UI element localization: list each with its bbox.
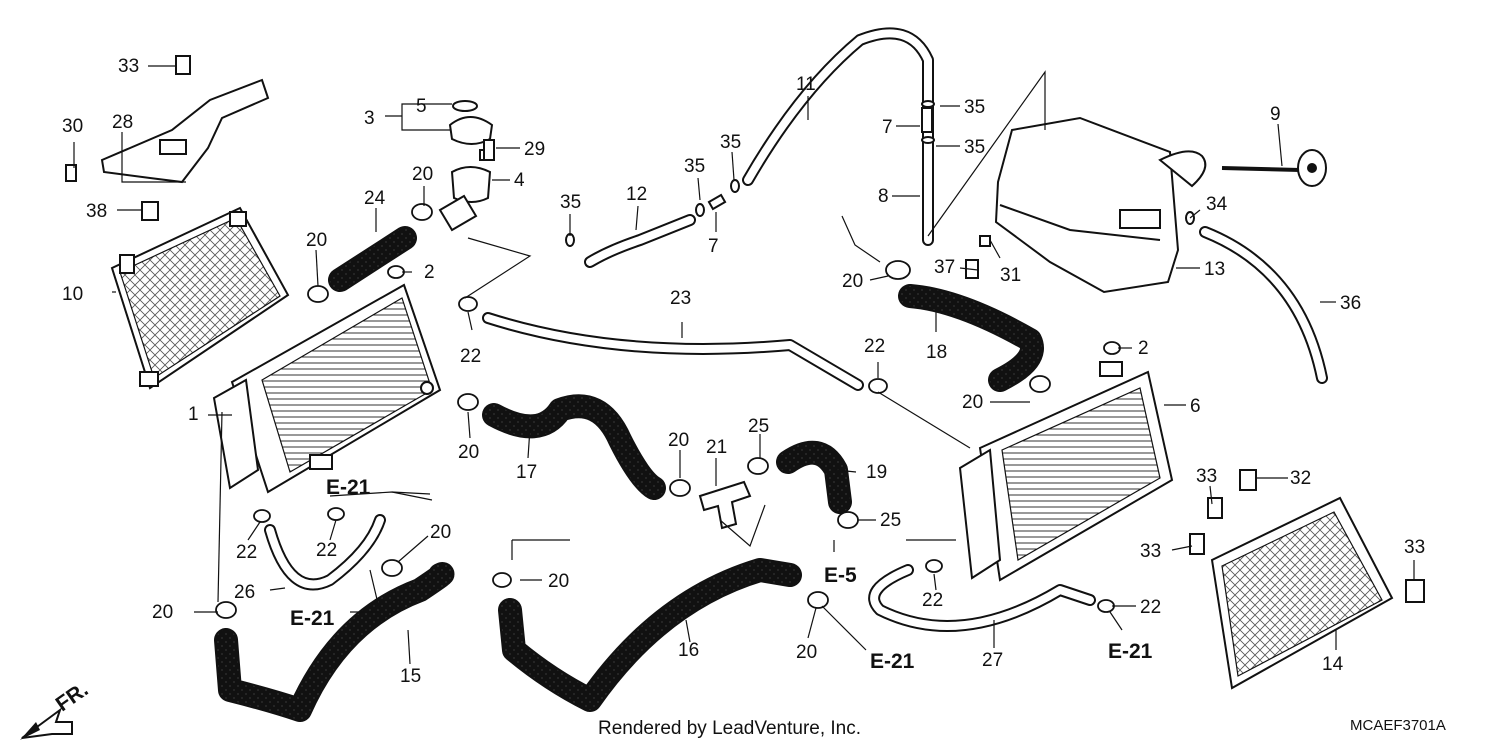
bracket bbox=[100, 78, 270, 184]
label-9: 9 bbox=[1270, 104, 1281, 125]
label-10: 10 bbox=[62, 284, 83, 305]
label-36: 36 bbox=[1340, 293, 1361, 314]
label-31: 31 bbox=[1000, 265, 1021, 286]
ref-e21-center: E-21 bbox=[870, 650, 915, 673]
label-26: 26 bbox=[234, 582, 255, 603]
ref-e21-lower-left: E-21 bbox=[290, 607, 335, 630]
rendered-by-credit: Rendered by LeadVenture, Inc. bbox=[598, 718, 861, 739]
label-34: 34 bbox=[1206, 194, 1228, 215]
cross-references: E-21 E-21 E-5 E-21 E-21 bbox=[290, 476, 1153, 673]
ref-e21-upper-left: E-21 bbox=[326, 476, 371, 499]
label-20: 20 bbox=[962, 392, 983, 413]
label-35: 35 bbox=[964, 137, 985, 158]
label-22: 22 bbox=[236, 542, 257, 563]
label-20: 20 bbox=[430, 522, 451, 543]
label-20: 20 bbox=[796, 642, 817, 663]
label-18: 18 bbox=[926, 342, 947, 363]
label-27: 27 bbox=[982, 650, 1003, 671]
label-19: 19 bbox=[866, 462, 887, 483]
label-12: 12 bbox=[626, 184, 647, 205]
label-35: 35 bbox=[720, 132, 741, 153]
reservoir-tank bbox=[994, 116, 1207, 294]
label-21: 21 bbox=[706, 437, 727, 458]
front-label: FR. bbox=[52, 678, 93, 716]
label-35: 35 bbox=[964, 97, 985, 118]
label-20: 20 bbox=[548, 571, 569, 592]
part-labels: 33 28 30 38 10 1 20 24 2 3 5 29 4 20 35 … bbox=[62, 56, 1425, 687]
label-8: 8 bbox=[878, 186, 889, 207]
label-20: 20 bbox=[306, 230, 327, 251]
label-28: 28 bbox=[112, 112, 133, 133]
label-25: 25 bbox=[880, 510, 901, 531]
label-37: 37 bbox=[934, 257, 955, 278]
hose-clamps bbox=[215, 203, 1121, 619]
label-6: 6 bbox=[1190, 396, 1201, 417]
label-32: 32 bbox=[1290, 468, 1311, 489]
label-29: 29 bbox=[524, 139, 545, 160]
label-35: 35 bbox=[684, 156, 705, 177]
diagram-code: MCAEF3701A bbox=[1350, 717, 1446, 734]
label-20: 20 bbox=[152, 602, 173, 623]
label-20: 20 bbox=[412, 164, 433, 185]
label-15: 15 bbox=[400, 666, 421, 687]
radiator-cap-assembly bbox=[438, 100, 495, 232]
label-33: 33 bbox=[118, 56, 139, 77]
label-14: 14 bbox=[1322, 654, 1344, 675]
ref-e21-right: E-21 bbox=[1108, 640, 1153, 663]
front-direction-arrow: FR. bbox=[20, 678, 93, 740]
label-33: 33 bbox=[1140, 541, 1161, 562]
label-1: 1 bbox=[188, 404, 199, 425]
left-radiator bbox=[212, 283, 442, 494]
label-20: 20 bbox=[842, 271, 863, 292]
label-22: 22 bbox=[316, 540, 337, 561]
label-13: 13 bbox=[1204, 259, 1225, 280]
label-11: 11 bbox=[796, 74, 816, 95]
right-radiator bbox=[958, 361, 1174, 582]
label-23: 23 bbox=[670, 288, 691, 309]
label-20: 20 bbox=[458, 442, 479, 463]
label-30: 30 bbox=[62, 116, 83, 137]
label-33: 33 bbox=[1404, 537, 1425, 558]
label-35: 35 bbox=[560, 192, 581, 213]
ref-e5: E-5 bbox=[824, 564, 857, 587]
label-33: 33 bbox=[1196, 466, 1217, 487]
label-22: 22 bbox=[1140, 597, 1161, 618]
label-3: 3 bbox=[364, 108, 375, 129]
label-7: 7 bbox=[708, 236, 719, 257]
label-22: 22 bbox=[864, 336, 885, 357]
label-17: 17 bbox=[516, 462, 537, 483]
label-7: 7 bbox=[882, 117, 893, 138]
fasteners bbox=[65, 55, 1425, 603]
label-2: 2 bbox=[424, 262, 435, 283]
leader-lines bbox=[73, 65, 1415, 665]
label-4: 4 bbox=[514, 170, 525, 191]
label-24: 24 bbox=[364, 188, 386, 209]
left-radiator-grille bbox=[110, 206, 290, 390]
label-25: 25 bbox=[748, 416, 769, 437]
label-2: 2 bbox=[1138, 338, 1149, 359]
right-radiator-grille bbox=[1210, 496, 1394, 690]
label-20: 20 bbox=[668, 430, 689, 451]
label-38: 38 bbox=[86, 201, 107, 222]
label-22: 22 bbox=[922, 590, 943, 611]
label-16: 16 bbox=[678, 640, 699, 661]
hoses bbox=[214, 27, 1328, 722]
label-5: 5 bbox=[416, 96, 427, 117]
label-22: 22 bbox=[460, 346, 481, 367]
reservoir-cap bbox=[1221, 149, 1327, 187]
